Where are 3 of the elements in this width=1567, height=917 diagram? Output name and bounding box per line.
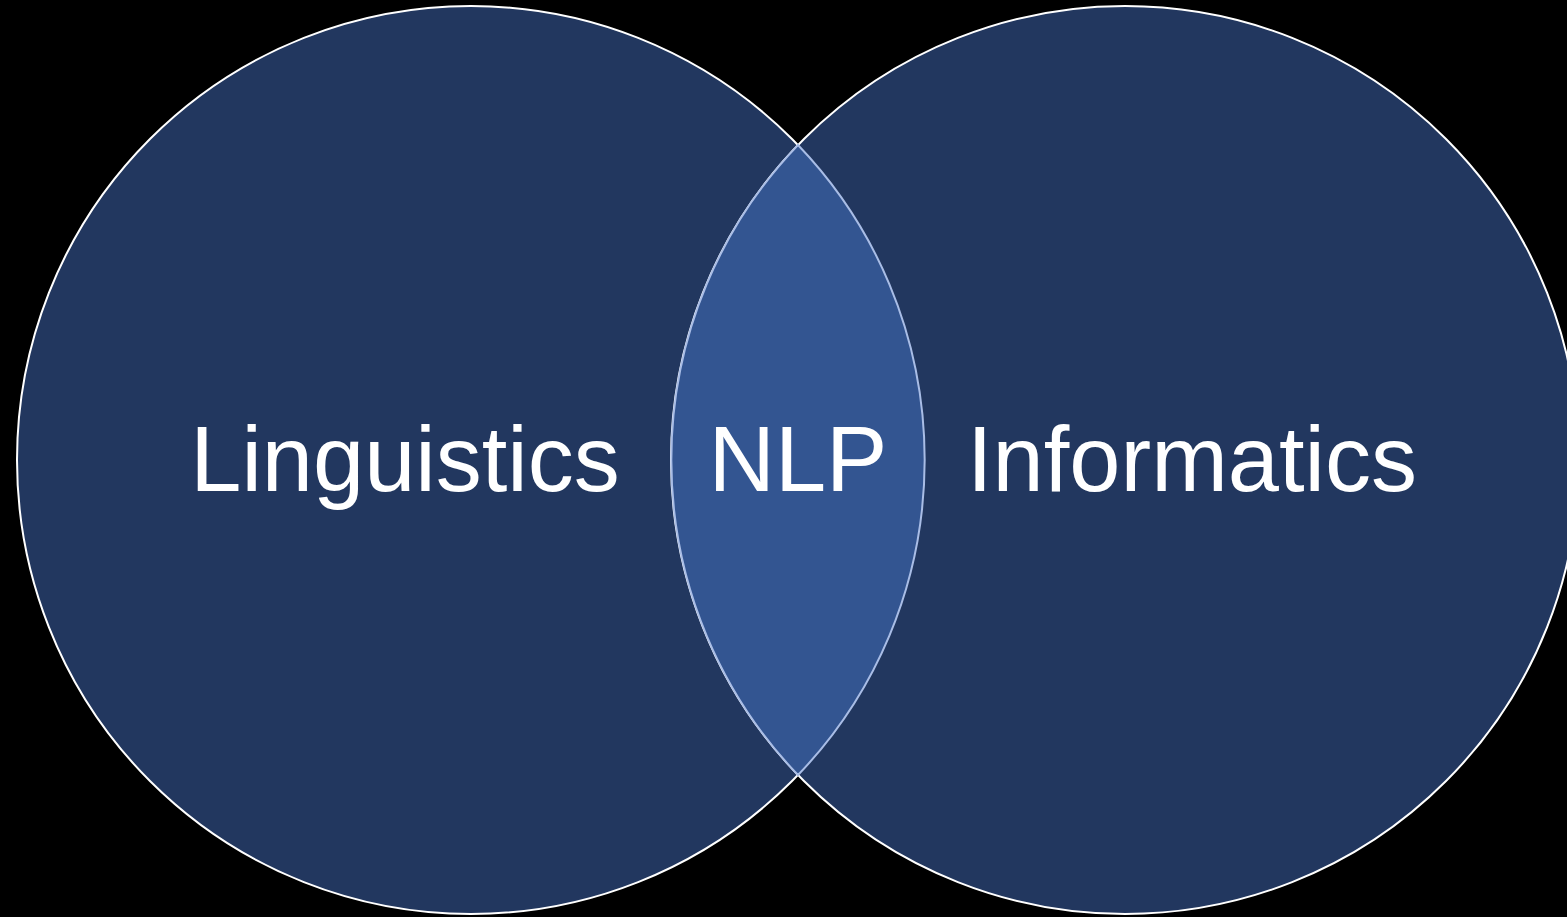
venn-label: Informatics — [967, 409, 1417, 511]
venn-label: NLP — [708, 409, 888, 511]
venn-label: Linguistics — [190, 409, 620, 511]
